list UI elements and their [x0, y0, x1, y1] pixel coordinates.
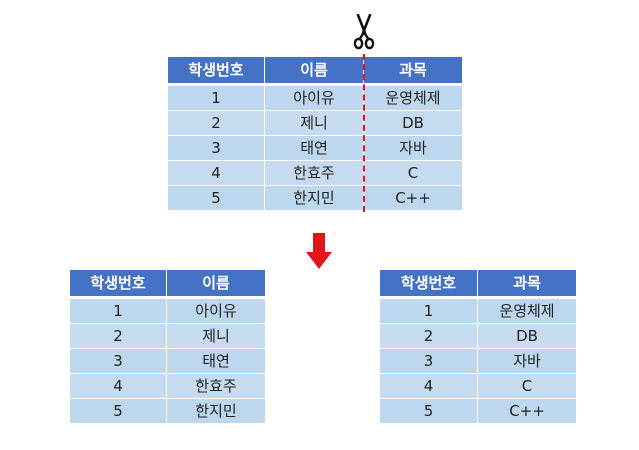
- table-cell: 한지민: [166, 398, 266, 424]
- table-cell: 3: [167, 135, 265, 161]
- table-cell: 3: [379, 348, 478, 374]
- table-row: 5 C++: [379, 398, 577, 424]
- table-cell: C++: [363, 185, 463, 211]
- table-header-row: 학생번호 이름: [69, 269, 266, 299]
- table-cell: 태연: [166, 348, 266, 374]
- table-cell: 5: [69, 398, 167, 424]
- header-cell: 학생번호: [69, 269, 167, 299]
- header-cell: 이름: [166, 269, 266, 299]
- table-row: 1 아이유 운영체제: [167, 84, 463, 111]
- table-row: 5 한지민 C++: [167, 185, 463, 211]
- table-cell: 5: [167, 185, 265, 211]
- split-table-left: 학생번호 이름 1 아이유 2 제니 3 태연 4 한효주 5 한지민: [69, 269, 266, 424]
- table-cell: C: [477, 373, 577, 399]
- table-row: 3 자바: [379, 348, 577, 374]
- table-cell: 1: [379, 297, 478, 324]
- cut-line: [363, 54, 365, 212]
- arrow-down-icon: [306, 233, 332, 269]
- split-table-right: 학생번호 과목 1 운영체제 2 DB 3 자바 4 C 5 C++: [379, 269, 577, 424]
- table-row: 4 C: [379, 373, 577, 399]
- table-row: 2 제니: [69, 323, 266, 349]
- original-table: 학생번호 이름 과목 1 아이유 운영체제 2 제니 DB 3 태연 자바 4 …: [167, 56, 463, 211]
- table-cell: 자바: [477, 348, 577, 374]
- table-cell: C++: [477, 398, 577, 424]
- table-cell: 제니: [166, 323, 266, 349]
- table-cell: DB: [363, 110, 463, 136]
- table-cell: 한효주: [166, 373, 266, 399]
- header-cell: 이름: [264, 56, 364, 86]
- table-cell: 2: [379, 323, 478, 349]
- table-cell: 4: [167, 160, 265, 186]
- header-cell: 학생번호: [379, 269, 478, 299]
- table-row: 2 제니 DB: [167, 110, 463, 136]
- table-cell: 4: [69, 373, 167, 399]
- table-cell: 5: [379, 398, 478, 424]
- table-row: 4 한효주: [69, 373, 266, 399]
- table-cell: 1: [69, 297, 167, 324]
- table-cell: 한지민: [264, 185, 364, 211]
- header-cell: 과목: [477, 269, 577, 299]
- table-cell: 한효주: [264, 160, 364, 186]
- table-row: 2 DB: [379, 323, 577, 349]
- table-cell: 3: [69, 348, 167, 374]
- table-cell: 아이유: [264, 84, 364, 111]
- table-cell: 태연: [264, 135, 364, 161]
- table-row: 3 태연 자바: [167, 135, 463, 161]
- table-cell: DB: [477, 323, 577, 349]
- table-cell: 아이유: [166, 297, 266, 324]
- table-header-row: 학생번호 과목: [379, 269, 577, 299]
- table-cell: 2: [69, 323, 167, 349]
- header-cell: 과목: [363, 56, 463, 86]
- table-cell: 운영체제: [477, 297, 577, 324]
- table-row: 5 한지민: [69, 398, 266, 424]
- table-cell: 자바: [363, 135, 463, 161]
- header-cell: 학생번호: [167, 56, 265, 86]
- table-cell: 운영체제: [363, 84, 463, 111]
- table-cell: 1: [167, 84, 265, 111]
- table-cell: 4: [379, 373, 478, 399]
- table-cell: 2: [167, 110, 265, 136]
- scissors-icon: [353, 14, 375, 50]
- table-row: 1 아이유: [69, 297, 266, 324]
- table-cell: 제니: [264, 110, 364, 136]
- table-row: 3 태연: [69, 348, 266, 374]
- table-cell: C: [363, 160, 463, 186]
- table-row: 4 한효주 C: [167, 160, 463, 186]
- table-row: 1 운영체제: [379, 297, 577, 324]
- table-header-row: 학생번호 이름 과목: [167, 56, 463, 86]
